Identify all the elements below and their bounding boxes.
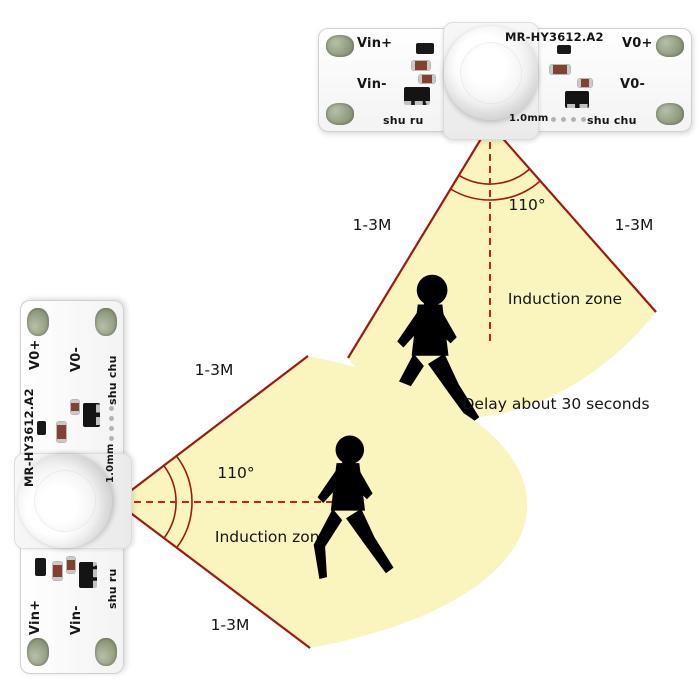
pir-fresnel-dome-inner <box>460 42 522 104</box>
mounting-pad <box>95 308 117 336</box>
top-cone-left-edge <box>347 123 491 359</box>
smd-transistor <box>79 562 97 588</box>
smd-resistor <box>57 422 66 442</box>
smd-ic <box>35 558 46 576</box>
test-point-dot <box>109 426 114 431</box>
test-point-dot <box>109 416 114 421</box>
smd-transistor <box>404 87 430 105</box>
top-cone-right-edge <box>489 123 657 313</box>
bottom-cone-bottom-edge <box>115 501 311 649</box>
smd-resistor <box>550 65 570 74</box>
vin-plus-label: Vin+ <box>28 599 43 635</box>
vout-minus-label: V0- <box>620 77 646 92</box>
test-point-dot <box>109 406 114 411</box>
vin-minus-label: Vin- <box>69 605 84 635</box>
top-cone-fill <box>348 124 656 418</box>
bottom-cone-fill <box>116 356 528 648</box>
solder-test-points <box>551 117 586 122</box>
test-point-dot <box>551 117 556 122</box>
test-point-dot <box>561 117 566 122</box>
vin-minus-label: Vin- <box>357 77 387 92</box>
top-detection-cone: 1-3M 110° 1-3M Induction zone Delay abou… <box>347 123 657 430</box>
top-range-right-label: 1-3M <box>615 216 654 234</box>
smd-resistor <box>412 61 430 70</box>
smd-resistor <box>578 79 592 87</box>
smd-ic <box>557 45 571 54</box>
mounting-pad <box>95 638 117 666</box>
thickness-label: 1.0mm <box>105 443 116 483</box>
model-number-label: MR-HY3612.A2 <box>505 30 604 44</box>
delay-label: Delay about 30 seconds <box>462 395 649 413</box>
mounting-pad <box>27 308 49 336</box>
pir-sensor-board: Vin+ Vin- shu ru V0+ V0- shu chu MR-HY36… <box>318 22 692 140</box>
bottom-detection-cone: 1-3M 110° Induction zone 1-3M <box>115 355 528 649</box>
top-range-left-label: 1-3M <box>353 216 392 234</box>
bottom-angle-label: 110° <box>217 464 254 482</box>
top-angle-arc-outer <box>450 180 541 201</box>
vout-minus-label: V0- <box>69 346 84 372</box>
bottom-induction-zone-label: Induction zone <box>215 528 329 546</box>
input-pinyin-label: shu ru <box>106 568 119 610</box>
test-point-dot <box>109 436 114 441</box>
bottom-range-bottom-label: 1-3M <box>211 616 250 634</box>
smd-resistor <box>419 75 435 83</box>
vout-plus-label: V0+ <box>28 339 43 370</box>
smd-transistor <box>83 403 100 427</box>
smd-resistor <box>71 400 79 414</box>
test-point-dot <box>581 117 586 122</box>
top-angle-label: 110° <box>508 196 545 214</box>
pir-fresnel-dome-inner <box>34 470 96 532</box>
pir-sensor-board: Vin+ Vin- shu ru V0+ V0- shu chu MR-HY36… <box>14 300 132 674</box>
pir-module-top: Vin+ Vin- shu ru V0+ V0- shu chu MR-HY36… <box>318 22 692 140</box>
thickness-label: 1.0mm <box>509 113 549 124</box>
smd-ic <box>37 421 46 435</box>
model-number-label: MR-HY3612.A2 <box>22 388 36 487</box>
mounting-pad <box>27 638 49 666</box>
vin-plus-label: Vin+ <box>357 36 393 51</box>
vout-plus-label: V0+ <box>622 36 653 51</box>
bottom-range-top-label: 1-3M <box>195 361 234 379</box>
top-angle-arc-inner <box>458 168 531 185</box>
pir-module-bottom: Vin+ Vin- shu ru V0+ V0- shu chu MR-HY36… <box>14 300 132 674</box>
output-pinyin-label: shu chu <box>587 114 637 127</box>
input-pinyin-label: shu ru <box>383 114 424 127</box>
solder-test-points <box>109 406 114 441</box>
bottom-cone-top-edge <box>115 355 309 503</box>
smd-resistor <box>67 557 75 573</box>
top-induction-zone-label: Induction zone <box>508 290 622 308</box>
mounting-pad <box>326 35 354 57</box>
mounting-pad <box>326 103 354 125</box>
smd-resistor <box>53 562 62 580</box>
mounting-pad <box>656 103 684 125</box>
test-point-dot <box>571 117 576 122</box>
output-pinyin-label: shu chu <box>106 355 119 405</box>
mounting-pad <box>656 35 684 57</box>
smd-ic <box>416 43 434 54</box>
bottom-angle-arc-outer <box>175 455 193 549</box>
smd-transistor <box>565 91 589 108</box>
